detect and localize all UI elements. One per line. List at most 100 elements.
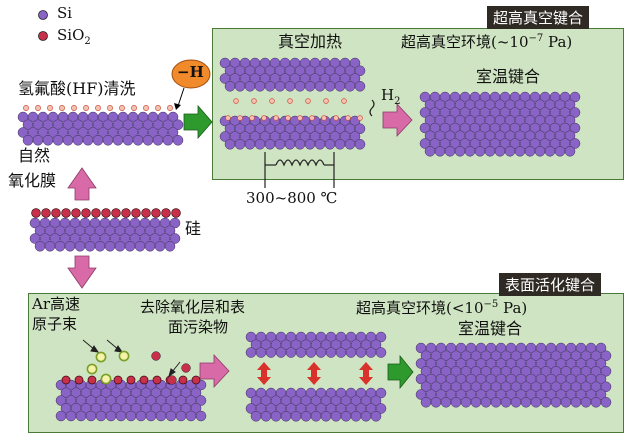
si-atom (564, 130, 576, 141)
pink-arrow-top (382, 102, 413, 138)
desorbing-h (287, 98, 293, 104)
si-atom (134, 241, 146, 252)
si-atom (264, 139, 276, 150)
si-atom (564, 146, 576, 157)
si-atom (164, 225, 176, 236)
si-atom (370, 339, 382, 350)
sputtered-oxide (181, 363, 191, 373)
si-atom (490, 397, 502, 408)
si-atom (300, 411, 312, 422)
legend-si-label: Si (57, 4, 73, 22)
red-double-arrow-3 (359, 362, 373, 385)
si-atom (564, 115, 576, 126)
wafer-native-oxide (29, 217, 181, 252)
si-atom (115, 410, 127, 422)
sio2-surface-atom (111, 208, 121, 218)
sio2-surface-atom (51, 208, 61, 218)
si-atom (375, 331, 387, 343)
si-atom (484, 146, 496, 157)
si-atom (470, 397, 482, 408)
h-terminated-site (119, 105, 125, 111)
oxide-atom-bottom (126, 375, 136, 385)
si-atom (344, 139, 356, 150)
si-atom (460, 397, 472, 408)
h-terminated-site (83, 105, 89, 111)
si-atom (72, 135, 84, 146)
sio2-surface-atom (61, 208, 71, 218)
h-terminated-site (47, 105, 53, 111)
si-atom (360, 411, 372, 422)
si-atom (595, 342, 607, 354)
si-atom (102, 135, 114, 146)
native-oxide-label-1: 自然 (18, 146, 51, 165)
si-atom (190, 403, 202, 414)
si-atom (284, 81, 296, 92)
si-atom (165, 410, 177, 422)
wafer-bonded-bottom (415, 342, 612, 408)
si-atom (330, 411, 342, 422)
si-atom (315, 347, 327, 358)
si-atom (94, 241, 106, 252)
h-terminated-site (35, 105, 41, 111)
si-atom (124, 241, 136, 252)
surface-h-lower (285, 115, 291, 121)
si-atom (600, 381, 612, 392)
wafer-activation (55, 379, 207, 422)
surface-h-lower (249, 115, 255, 121)
si-atom (44, 241, 56, 252)
surface-h-lower (345, 115, 351, 121)
si-atom (285, 347, 297, 358)
si-atom (514, 146, 526, 157)
si-atom (195, 395, 207, 406)
sio2-surface-atom (71, 208, 81, 218)
hydrogen-badge-label: −H (177, 63, 204, 81)
legend-si-dot (38, 10, 48, 20)
si-atom (314, 139, 326, 150)
si-atom (254, 139, 266, 150)
si-atom (122, 135, 134, 146)
si-atom (164, 241, 176, 252)
sio2-surface-atom (131, 208, 141, 218)
si-atom (324, 139, 336, 150)
si-atom (52, 135, 64, 146)
ar-atom (86, 363, 98, 375)
si-atom (224, 81, 236, 92)
surface-h-lower (333, 115, 339, 121)
oxide-atom-bottom (74, 375, 84, 385)
native-oxide-label-2: 氧化膜 (8, 171, 57, 190)
si-atom (524, 146, 536, 157)
surface-h-lower (261, 115, 267, 121)
si-atom (295, 347, 307, 358)
si-atom (224, 139, 236, 150)
si-atom (42, 135, 54, 146)
wafer-activated-lower (245, 387, 387, 422)
si-atom (155, 410, 167, 422)
ar-beam-label-1: Ar高速 (32, 295, 81, 313)
legend-sio2-text: SiO (57, 26, 85, 44)
si-atom (169, 217, 181, 229)
h-terminated-site (71, 105, 77, 111)
bottom-env-label: 超高真空环境(<10−5 Pa) (356, 299, 527, 317)
si-atom (250, 411, 262, 422)
green-arrow-bottom (387, 354, 414, 390)
si-atom (84, 241, 96, 252)
si-atom (125, 410, 137, 422)
top-env-exponent: −7 (528, 33, 544, 44)
si-atom (32, 135, 44, 146)
si-atom (280, 411, 292, 422)
si-atom (154, 241, 166, 252)
si-atom (135, 410, 147, 422)
si-atom (480, 397, 492, 408)
desorbing-h (233, 98, 239, 104)
si-atom (254, 81, 266, 92)
top-env-suffix: Pa) (543, 33, 573, 51)
legend-sio2-label: SiO2 (57, 26, 91, 48)
h-terminated-site (155, 105, 161, 111)
h-terminated-site (95, 105, 101, 111)
sio2-surface-atom (101, 208, 111, 218)
si-atom (304, 139, 316, 150)
si-atom (290, 411, 302, 422)
si-atom (325, 347, 337, 358)
si-atom (570, 397, 582, 408)
